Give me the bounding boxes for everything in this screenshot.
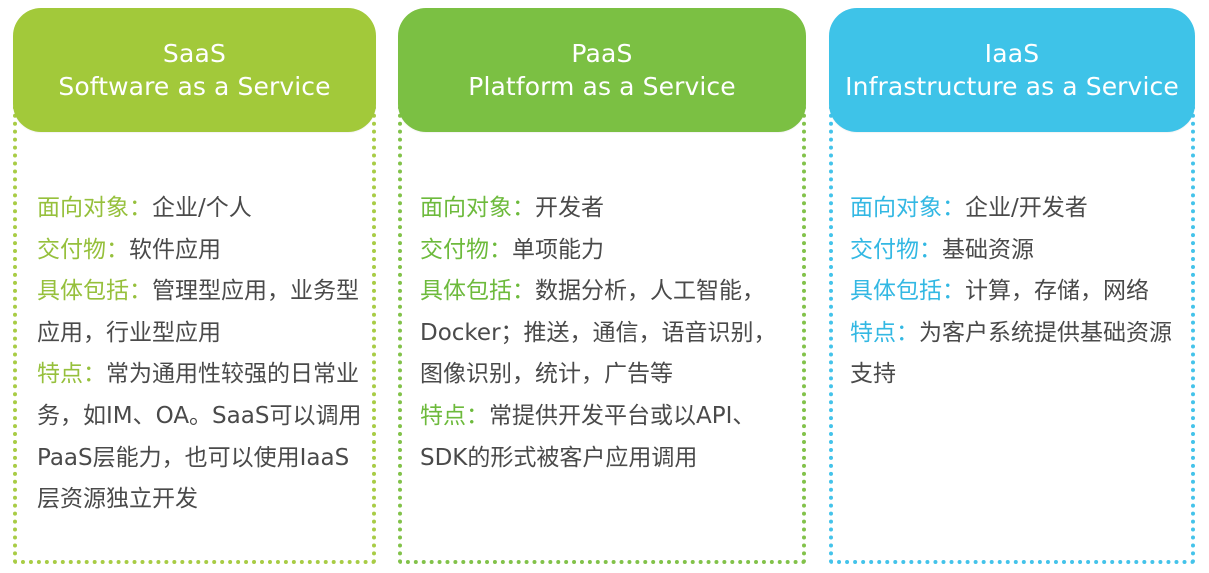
row-label: 具体包括： [37, 278, 152, 305]
row-value: 常为通用性较强的日常业务，如IM、OA。SaaS可以调用PaaS层能力，也可以使… [37, 361, 362, 513]
row-label: 具体包括： [850, 278, 965, 305]
row-label: 交付物： [850, 236, 942, 263]
row-label: 特点： [420, 402, 489, 429]
row-label: 特点： [850, 319, 919, 346]
saas-card: SaaS Software as a Service 面向对象：企业/个人 交付… [13, 8, 376, 564]
saas-row-audience: 面向对象：企业/个人 [37, 188, 362, 230]
saas-row-includes: 具体包括：管理型应用，业务型应用，行业型应用 [37, 271, 362, 354]
row-value: 企业/开发者 [965, 195, 1088, 221]
saas-row-features: 特点：常为通用性较强的日常业务，如IM、OA。SaaS可以调用PaaS层能力，也… [37, 354, 362, 520]
row-label: 特点： [37, 361, 106, 388]
row-label: 面向对象： [420, 195, 535, 221]
row-value: 基础资源 [942, 236, 1034, 263]
saas-card-body [13, 66, 376, 564]
row-value: 单项能力 [512, 236, 604, 263]
row-value: 数据分析，人工智能，Docker；推送，通信，语音识别，图像识别，统计，广告等 [420, 278, 777, 388]
row-value: 企业/个人 [152, 195, 252, 221]
iaas-content: 面向对象：企业/开发者 交付物：基础资源 具体包括：计算，存储，网络 特点：为客… [850, 188, 1185, 396]
iaas-title: IaaS [984, 39, 1040, 68]
saas-title: SaaS [162, 39, 227, 68]
paas-title: PaaS [571, 39, 633, 68]
row-label: 交付物： [420, 236, 512, 263]
saas-subtitle: Software as a Service [58, 72, 331, 101]
iaas-row-includes: 具体包括：计算，存储，网络 [850, 271, 1185, 313]
paas-row-audience: 面向对象：开发者 [420, 188, 798, 230]
paas-row-features: 特点：常提供开发平台或以API、SDK的形式被客户应用调用 [420, 396, 798, 479]
row-value: 开发者 [535, 195, 604, 221]
iaas-header: IaaS Infrastructure as a Service [829, 8, 1195, 132]
row-value: 常提供开发平台或以API、SDK的形式被客户应用调用 [420, 402, 756, 471]
iaas-row-features: 特点：为客户系统提供基础资源支持 [850, 313, 1185, 396]
row-value: 为客户系统提供基础资源支持 [850, 319, 1172, 388]
paas-subtitle: Platform as a Service [468, 72, 736, 101]
row-label: 面向对象： [850, 195, 965, 221]
row-label: 交付物： [37, 236, 129, 263]
paas-content: 面向对象：开发者 交付物：单项能力 具体包括：数据分析，人工智能，Docker；… [420, 188, 798, 479]
row-label: 具体包括： [420, 278, 535, 305]
iaas-card-body [829, 66, 1195, 564]
row-label: 面向对象： [37, 195, 152, 221]
row-value: 软件应用 [129, 236, 221, 263]
saas-header: SaaS Software as a Service [13, 8, 376, 132]
saas-row-deliverable: 交付物：软件应用 [37, 230, 362, 272]
paas-header: PaaS Platform as a Service [398, 8, 806, 132]
row-value: 管理型应用，业务型应用，行业型应用 [37, 278, 359, 346]
paas-card: PaaS Platform as a Service 面向对象：开发者 交付物：… [398, 8, 806, 564]
paas-row-deliverable: 交付物：单项能力 [420, 230, 798, 272]
saas-content: 面向对象：企业/个人 交付物：软件应用 具体包括：管理型应用，业务型应用，行业型… [37, 188, 362, 521]
iaas-row-audience: 面向对象：企业/开发者 [850, 188, 1185, 230]
row-value: 计算，存储，网络 [965, 278, 1149, 305]
paas-row-includes: 具体包括：数据分析，人工智能，Docker；推送，通信，语音识别，图像识别，统计… [420, 271, 798, 396]
iaas-card: IaaS Infrastructure as a Service 面向对象：企业… [829, 8, 1195, 564]
iaas-row-deliverable: 交付物：基础资源 [850, 230, 1185, 272]
iaas-subtitle: Infrastructure as a Service [845, 72, 1179, 101]
paas-card-body [398, 66, 806, 564]
